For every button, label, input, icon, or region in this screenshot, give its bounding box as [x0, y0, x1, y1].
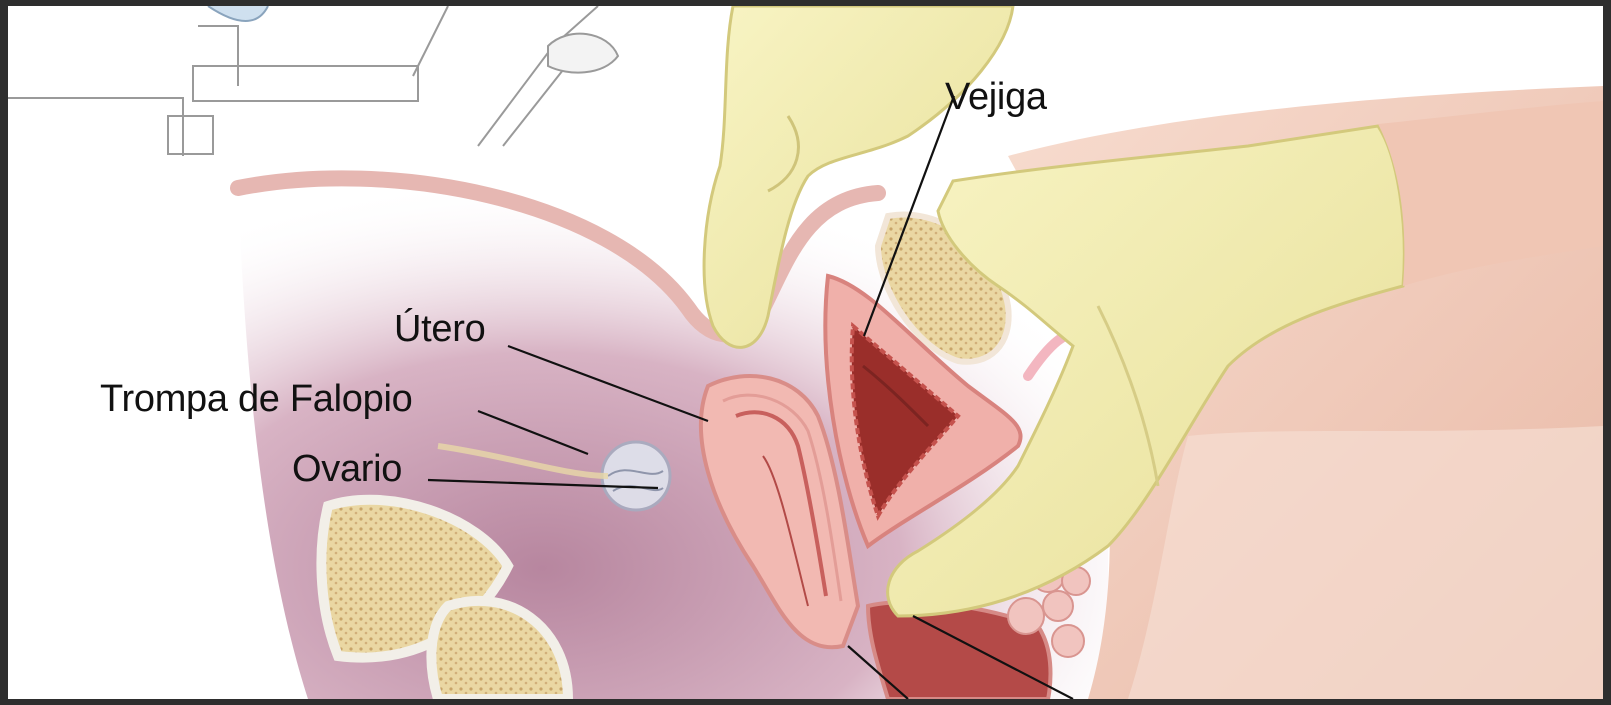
ovary — [602, 442, 670, 510]
pelvic-exam-illustration — [8, 6, 1603, 699]
exam-table-sketch — [8, 6, 618, 156]
illustration-frame: Vejiga Útero Trompa de Falopio Ovario — [8, 6, 1603, 699]
label-vejiga: Vejiga — [945, 78, 1047, 116]
thigh-highlight — [1128, 426, 1603, 699]
label-utero: Útero — [394, 310, 485, 348]
label-ovario: Ovario — [292, 450, 402, 488]
label-trompa-de-falopio: Trompa de Falopio — [100, 380, 412, 418]
